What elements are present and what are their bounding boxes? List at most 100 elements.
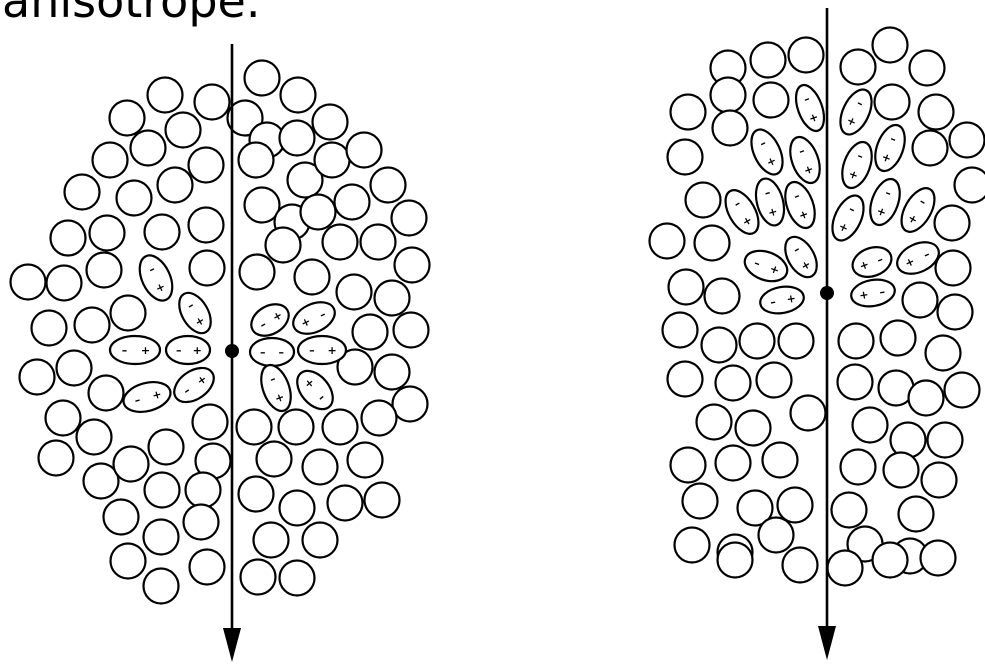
particle-circle <box>736 411 771 446</box>
particle-circle <box>65 175 100 210</box>
particle-circle <box>394 313 429 348</box>
particle-ellipse <box>741 245 792 286</box>
particle-ellipse <box>110 336 160 364</box>
particle-circle <box>89 376 124 411</box>
particle-ellipse <box>256 361 297 415</box>
particle-circle <box>754 83 789 118</box>
polarized-particle: –+ <box>895 183 942 238</box>
particle-circle <box>144 520 179 555</box>
particle-circle <box>313 105 348 140</box>
polarized-particle: –+ <box>741 245 792 286</box>
particle-circle <box>195 85 230 120</box>
particle-circle <box>148 78 183 113</box>
particle-circle <box>875 85 910 120</box>
particle-circle <box>899 497 934 532</box>
particle-circle <box>675 528 710 563</box>
particle-circle <box>279 410 314 445</box>
particle-circle <box>280 491 315 526</box>
polarized-particle: –+ <box>780 178 821 232</box>
particle-ellipse <box>288 296 340 340</box>
particle-circle <box>323 225 358 260</box>
particle-circle <box>697 405 732 440</box>
particle-circle <box>301 195 336 230</box>
particle-circle <box>663 313 698 348</box>
particle-circle <box>873 543 908 578</box>
particle-ellipse <box>758 283 806 316</box>
polarized-particle: –+ <box>826 191 870 245</box>
particle-circle <box>32 311 67 346</box>
particle-circle <box>751 43 786 78</box>
particle-circle <box>348 443 383 478</box>
particle-circle <box>873 28 908 63</box>
particle-ellipse <box>246 298 295 342</box>
particle-circle <box>903 283 938 318</box>
particle-circle <box>280 121 315 156</box>
particle-circle <box>791 396 826 431</box>
charge-sign: – <box>176 344 182 357</box>
polarized-particle: –+ <box>120 377 174 416</box>
particle-circle <box>75 308 110 343</box>
particle-circle <box>266 228 301 263</box>
particle-ellipse <box>133 250 179 305</box>
particle-circle <box>117 181 152 216</box>
particle-circle <box>193 405 228 440</box>
particle-circle <box>337 275 372 310</box>
particle-circle <box>650 224 685 259</box>
left-arrowhead-icon <box>223 628 241 662</box>
particle-circle <box>362 401 397 436</box>
particle-circle <box>353 315 388 350</box>
particle-circle <box>778 488 813 523</box>
particle-circle <box>919 95 954 130</box>
particle-circle <box>763 443 798 478</box>
polarized-particle: –+ <box>173 287 218 338</box>
right-central-dot <box>820 286 834 300</box>
particle-circle <box>926 336 961 371</box>
particle-ellipse <box>745 125 789 179</box>
particle-circle <box>718 543 753 578</box>
particle-circle <box>315 143 350 178</box>
particle-ellipse <box>848 242 895 282</box>
polarized-particle: –+ <box>246 298 295 342</box>
particle-circle <box>20 360 55 395</box>
polarized-particle: –+ <box>133 250 179 305</box>
particle-circle <box>371 168 406 203</box>
left-central-dot <box>225 344 239 358</box>
particle-circle <box>668 362 703 397</box>
polarized-particle: –+ <box>168 361 220 409</box>
particle-circle <box>87 253 122 288</box>
particle-circle <box>740 324 775 359</box>
right-panel: –+–+–+–+–+–+–+–+–+–+–+–+–+–++–+––++– <box>650 8 985 660</box>
particle-circle <box>131 131 166 166</box>
particle-ellipse <box>849 276 897 309</box>
charge-sign: + <box>193 344 202 357</box>
particle-circle <box>716 446 751 481</box>
polarized-particle: –+ <box>110 336 160 364</box>
particle-circle <box>90 216 125 251</box>
particle-circle <box>395 248 430 283</box>
particle-circle <box>671 448 706 483</box>
particle-circle <box>783 548 818 583</box>
particle-circle <box>149 430 184 465</box>
particle-ellipse <box>826 191 870 245</box>
particle-circle <box>938 295 973 330</box>
polarized-particle: –+ <box>745 125 789 179</box>
particle-ellipse <box>865 175 906 229</box>
particle-circle <box>945 373 980 408</box>
particle-circle <box>77 420 112 455</box>
polarized-particle: –+ <box>256 361 297 415</box>
particle-circle <box>111 544 146 579</box>
polarized-particle: –– <box>250 338 294 366</box>
particle-circle <box>669 270 704 305</box>
particle-ellipse <box>120 377 174 416</box>
particle-circle <box>241 560 276 595</box>
particle-circle <box>239 477 274 512</box>
particle-circle <box>295 260 330 295</box>
particle-circle <box>928 423 963 458</box>
particle-ellipse <box>791 81 830 134</box>
particle-circle <box>881 321 916 356</box>
particle-circle <box>166 113 201 148</box>
particle-circle <box>365 483 400 518</box>
particle-circle <box>110 101 145 136</box>
particle-circle <box>104 500 139 535</box>
